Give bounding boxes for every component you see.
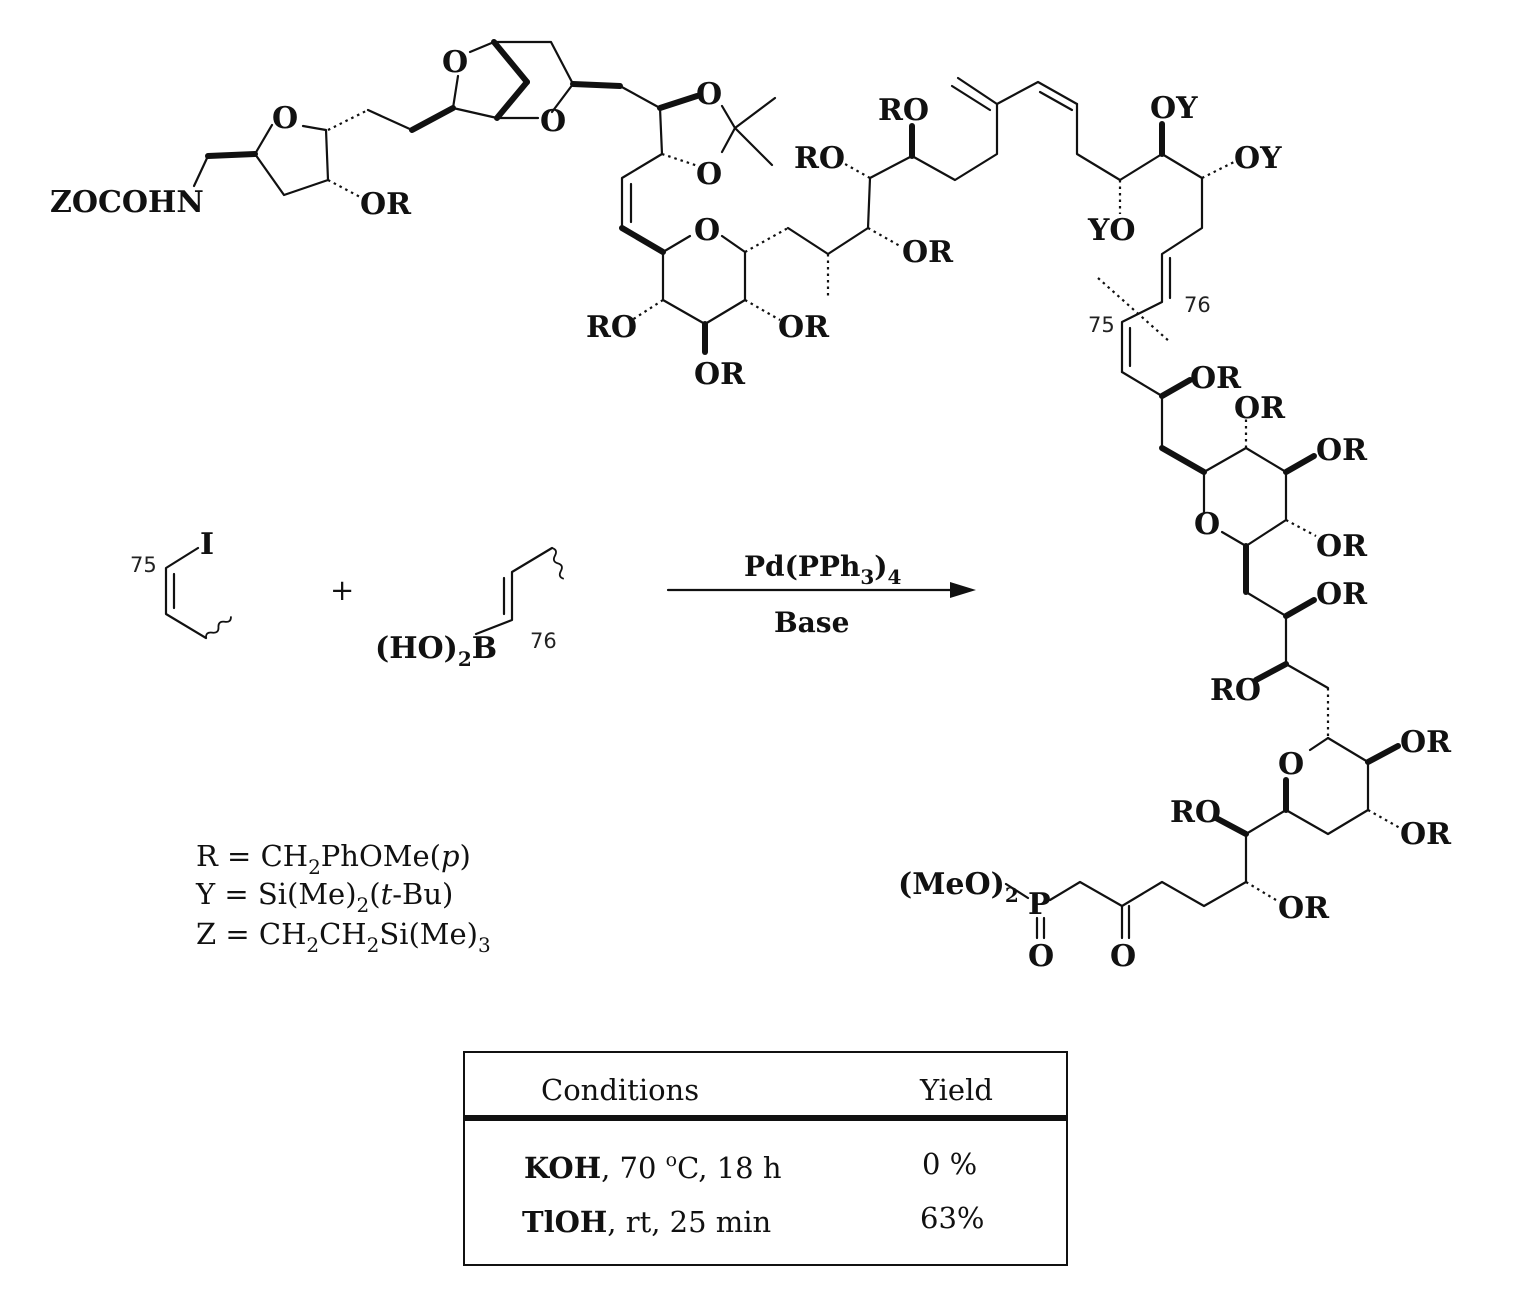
- or-r8: OR: [1400, 817, 1452, 852]
- conditions-table: Conditions Yield KOH, 70 oC, 18 h 0 % Tl…: [463, 1051, 1068, 1266]
- position-75-top: 75: [1088, 313, 1115, 337]
- meo2-label: (MeO)2: [898, 867, 1019, 907]
- thf-oxygen: O: [272, 101, 298, 136]
- ro-r6: RO: [1210, 673, 1261, 708]
- def-z: Z = CH2CH2Si(Me)3: [196, 917, 491, 957]
- row-1-yield: 0 %: [922, 1147, 977, 1181]
- position-75: 75: [130, 553, 157, 577]
- or-r2: OR: [1234, 391, 1286, 426]
- position-76-top: 76: [1184, 293, 1211, 317]
- or-r1: OR: [1190, 361, 1242, 396]
- ro-r9: RO: [1170, 795, 1221, 830]
- or-r4: OR: [1316, 529, 1368, 564]
- phosphorus: P: [1028, 887, 1051, 922]
- bicyclic-oxygen-1: O: [442, 45, 468, 80]
- acetonide-oxygen-2: O: [696, 157, 722, 192]
- bicyclic-oxygen-2: O: [540, 104, 566, 139]
- or-r5: OR: [1316, 577, 1368, 612]
- or-pyran-right: OR: [778, 310, 830, 345]
- row-1-conditions: KOH, 70 oC, 18 h: [524, 1149, 782, 1185]
- ro-chain-1: RO: [794, 141, 845, 176]
- acetonide-oxygen-1: O: [696, 77, 722, 112]
- boronic-label: (HO)2B: [375, 631, 497, 671]
- right-fragment: OR O OR OR OR OR RO O OR OR RO OR: [898, 361, 1452, 974]
- reaction-arrow: Pd(PPh3)4 Base: [666, 550, 976, 639]
- ro-pyran-left: RO: [586, 310, 637, 345]
- def-r: R = CH2PhOMe(p): [196, 839, 471, 879]
- pyran-oxygen: O: [694, 213, 720, 248]
- catalyst-label: Pd(PPh3)4: [744, 550, 902, 589]
- or-chain-1: OR: [902, 235, 954, 270]
- boronic-acid: (HO)2B 76: [375, 546, 565, 671]
- yo-label: YO: [1087, 213, 1136, 248]
- or-r3: OR: [1316, 433, 1368, 468]
- or-r10: OR: [1278, 891, 1330, 926]
- oy-label-2: OY: [1234, 141, 1282, 176]
- base-label: Base: [774, 606, 849, 639]
- header-yield: Yield: [919, 1073, 993, 1107]
- or-pyran-bottom: OR: [694, 357, 746, 392]
- pyran2-oxygen: O: [1194, 507, 1220, 542]
- def-y: Y = Si(Me)2(t-Bu): [195, 877, 453, 917]
- ro-chain-2: RO: [878, 93, 929, 128]
- phosphoryl-oxygen: O: [1028, 939, 1054, 974]
- row-2-conditions: TlOH, rt, 25 min: [522, 1205, 771, 1239]
- ketone-oxygen: O: [1110, 939, 1136, 974]
- left-fragment: ZOCOHN O OR O O O O O: [50, 39, 1282, 392]
- vinyl-iodide: 75 I: [130, 527, 232, 640]
- oy-label-1: OY: [1150, 91, 1198, 126]
- or-thf: OR: [360, 187, 412, 222]
- pyran3-oxygen: O: [1278, 747, 1304, 782]
- plus-sign: +: [330, 573, 354, 607]
- zocohn-label: ZOCOHN: [50, 185, 204, 220]
- row-2-yield: 63%: [920, 1201, 984, 1235]
- header-conditions: Conditions: [541, 1073, 699, 1107]
- iodine-label: I: [200, 527, 214, 562]
- substituent-definitions: R = CH2PhOMe(p) Y = Si(Me)2(t-Bu) Z = CH…: [195, 839, 491, 957]
- position-76: 76: [530, 629, 557, 653]
- or-r7: OR: [1400, 725, 1452, 760]
